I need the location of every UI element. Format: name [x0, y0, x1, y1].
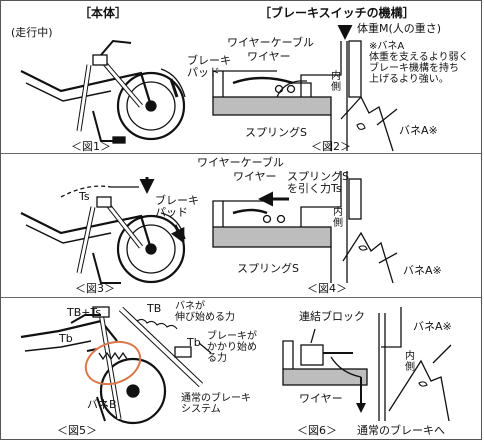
fig6-label-connect-block: 連結ブロック: [299, 310, 365, 323]
fig2-label-body-weight: 体重M(人の重さ): [357, 22, 442, 35]
fig5-label-tb-top: TB: [147, 302, 162, 315]
fig6-label-inner: 内 側: [405, 351, 415, 373]
fig6-label-spring-a: バネA※: [413, 320, 452, 333]
fig2-label-spring-a: バネA※: [399, 124, 438, 137]
fig6-label-wire: ワイヤー: [299, 392, 343, 405]
fig4-caption: ＜図4＞: [307, 282, 347, 295]
fig2-caption: ＜図2＞: [311, 140, 351, 153]
fig3-caption: ＜図3＞: [75, 282, 115, 295]
fig2-note-spring-a: ※バネA 体重を支えるより弱く ブレーキ機構を持ち 上げるより強い。: [369, 41, 469, 85]
fig1-bicycle: [20, 39, 186, 144]
header-main-body: ［本体］: [79, 6, 128, 20]
fig5-label-spring-stretch: バネが 伸び始める力: [175, 301, 235, 323]
fig5-label-spring-b: バネB: [87, 398, 117, 411]
fig5-bicycle: [20, 306, 212, 425]
fig1-caption: ＜図1＞: [71, 140, 111, 153]
fig5-label-normal-brake: 通常のブレーキ システム: [181, 393, 251, 415]
fig5-caption: ＜図5＞: [57, 424, 97, 437]
fig4-mechanism: [212, 171, 398, 284]
header-brake-mechanism: ［ブレーキスイッチの機構］: [259, 6, 415, 20]
fig5-label-tb-left: Tb: [59, 332, 73, 345]
fig3-label-brake-pad: ブレーキ パッド: [155, 194, 199, 219]
row-divider-1: [1, 153, 481, 154]
fig4-label-inner: 内 側: [333, 207, 343, 229]
row-divider-2: [1, 297, 481, 298]
fig6-label-to-normal-brake: 通常のブレーキへ: [357, 424, 445, 437]
fig2-label-wire: ワイヤー: [247, 50, 291, 63]
fig4-label-spring-s: スプリングS: [237, 262, 299, 275]
fig2-label-wire-cable: ワイヤーケーブル: [227, 36, 315, 49]
fig6-caption: ＜図6＞: [297, 424, 337, 437]
label-running: (走行中): [11, 26, 53, 39]
fig5-label-tb-right: Tb: [187, 336, 201, 349]
fig4-label-spring-a: バネA※: [403, 264, 442, 277]
fig2-label-inner: 内 側: [331, 71, 341, 93]
fig2-label-spring-s: スプリングS: [245, 126, 307, 139]
fig3-bicycle: [20, 177, 186, 284]
fig3-label-ts: Ts: [79, 190, 90, 203]
fig4-label-pull-force: スプリングS を引く力Ts: [287, 170, 349, 195]
fig5-label-brake-start: ブレーキが かかり始め る力: [207, 331, 257, 364]
fig4-label-wire: ワイヤー: [233, 170, 277, 183]
fig1-label-brake-pad: ブレーキ パッド: [187, 54, 231, 79]
fig2-mechanism: [212, 25, 398, 152]
fig4-label-wire-cable: ワイヤーケーブル: [197, 156, 285, 169]
fig6-mechanism: [282, 307, 452, 422]
fig5-label-tb-ts: TB+Ts: [67, 306, 102, 319]
